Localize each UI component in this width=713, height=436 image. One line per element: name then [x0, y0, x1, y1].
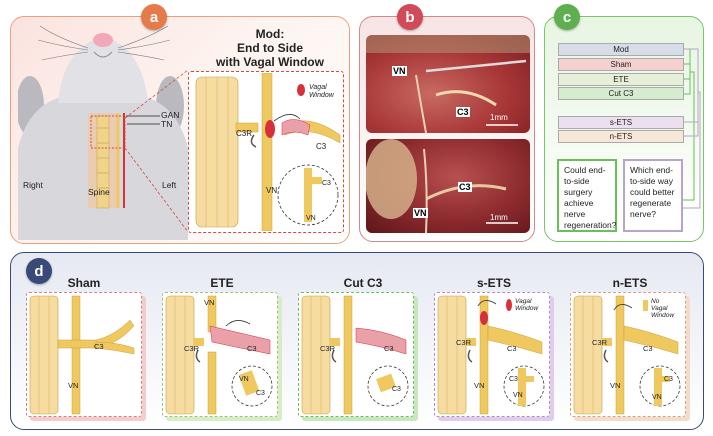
s-ets-label-vn-inset: VN — [513, 392, 523, 399]
s-ets-vagal-window-icon — [506, 299, 512, 311]
group-s-ets: s-ETS — [558, 116, 684, 129]
s-ets-label-c3: C3 — [507, 344, 517, 353]
n-ets-label-c3-inset: C3 — [664, 376, 673, 383]
panel-d-badge: d — [26, 258, 52, 284]
ete-label-c3: C3 — [247, 344, 257, 353]
mouse-illustration — [18, 25, 188, 240]
n-ets-no-window-icon — [643, 300, 648, 311]
s-ets-label-vagal-window: Vagal Window — [515, 298, 539, 312]
cut-c3-label-c3: C3 — [384, 344, 394, 353]
sham-label-c3: C3 — [94, 342, 104, 351]
sham-label-vn: VN — [68, 381, 79, 390]
label-spine: Spine — [88, 187, 110, 197]
group-cut-c3: Cut C3 — [558, 87, 684, 100]
s-ets-drawing — [437, 295, 545, 415]
ete-label-c3r: C3R — [184, 344, 200, 353]
s-ets-label-vn: VN — [474, 381, 485, 390]
n-ets-label-vn: VN — [610, 381, 621, 390]
label-gan: GAN — [161, 110, 180, 120]
surgery-photo-top — [366, 35, 530, 133]
subpanel-title-s-ets: s-ETS — [476, 276, 511, 290]
panel-a-title-1: Mod: — [255, 27, 285, 41]
vagal-window-icon — [297, 84, 305, 96]
cut-c3-label-c3r: C3R — [320, 344, 336, 353]
label-right: Right — [23, 180, 43, 190]
ete-label-vn-inset: VN — [239, 376, 249, 383]
n-ets-label-vn-inset: VN — [652, 394, 662, 401]
photo-bottom-scale: 1mm — [490, 213, 508, 222]
panel-a-title-2: End to Side — [237, 41, 303, 55]
n-ets-label-c3r: C3R — [592, 338, 608, 347]
surgery-photo-bottom — [366, 139, 530, 233]
n-ets-label-no-vagal-window: No Vagal Window — [651, 298, 675, 319]
label-vn: VN — [266, 186, 278, 195]
cut-c3-label-c3-inset: C3 — [392, 386, 401, 393]
n-ets-drawing — [573, 295, 681, 415]
group-n-ets: n-ETS — [558, 130, 684, 143]
label-c3: C3 — [316, 142, 327, 151]
label-tn: TN — [161, 119, 173, 129]
question-box-2: Which end-to-side way could better regen… — [623, 159, 683, 232]
photo-top-scale: 1mm — [490, 113, 508, 122]
subpanel-title-n-ets: n-ETS — [612, 276, 648, 290]
cut-c3-drawing — [301, 295, 409, 415]
ete-drawing — [165, 295, 273, 415]
group-ete: ETE — [558, 73, 684, 86]
photo-top-vn: VN — [392, 66, 407, 76]
photo-top-c3: C3 — [456, 107, 470, 117]
label-inset-c3: C3 — [322, 180, 331, 187]
ete-label-c3-inset: C3 — [256, 390, 265, 397]
panel-b-badge: b — [397, 4, 423, 30]
label-c3r: C3R — [236, 129, 253, 138]
photo-bottom-vn: VN — [413, 208, 428, 218]
subpanel-title-cut-c3: Cut C3 — [343, 276, 383, 290]
panel-a-title-3: with Vagal Window — [216, 55, 324, 69]
label-vagal-window: Vagal Window — [309, 84, 334, 99]
group-mod: Mod — [558, 43, 684, 56]
photo-bottom-c3: C3 — [458, 182, 472, 192]
s-ets-label-c3-inset: C3 — [509, 376, 518, 383]
label-inset-vn: VN — [306, 215, 316, 222]
ete-label-vn-top: VN — [204, 298, 215, 307]
panel-a-zoom-illustration — [195, 73, 341, 231]
panel-a-badge: a — [141, 4, 167, 30]
n-ets-label-c3: C3 — [643, 344, 653, 353]
sham-drawing — [29, 295, 135, 415]
group-sham: Sham — [558, 58, 684, 71]
nose-icon — [93, 33, 113, 47]
label-left: Left — [162, 180, 177, 190]
panel-c-badge: c — [554, 4, 580, 30]
subpanel-title-ete: ETE — [210, 276, 234, 290]
s-ets-label-c3r: C3R — [456, 338, 472, 347]
question-box-1: Could end-to-side surgery achieve nerve … — [557, 159, 617, 232]
subpanel-title-sham: Sham — [67, 276, 101, 290]
